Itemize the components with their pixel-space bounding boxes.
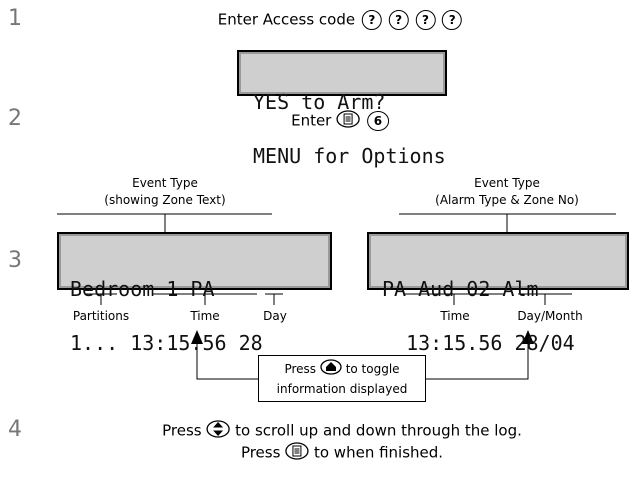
lcd-left-display: Bedroom 1 PA 1... 13:15.56 28 [57,232,332,353]
step4-finish-text: to when finished. [313,443,444,462]
six-key-icon: 6 [366,111,389,131]
label-day: Day [263,309,287,323]
lcd-right-line2: 13:15.56 28/04 [382,331,575,355]
step4-line2: Press to when finished. [241,442,443,464]
lcd-main-line2: MENU for Options [253,144,446,168]
question-key-icon: ? [361,10,382,30]
scroll-key-icon [206,420,231,442]
toggle-key-icon [320,359,342,380]
left-header: Event Type (showing Zone Text) [104,175,225,209]
lcd-main-line1: YES to Arm? [253,90,386,114]
label-partitions: Partitions [72,309,130,323]
toggle-info-box: Press to toggle information displayed [258,355,426,402]
toggle-suffix-text: to toggle [345,362,400,376]
step1-instruction: Enter Access code ? ? ? ? [217,10,463,30]
lcd-left-line1: Bedroom 1 PA [70,277,215,301]
question-key-icon: ? [388,10,409,30]
step-number-1: 1 [8,6,22,31]
step4-press-text-2: Press [240,443,281,462]
right-header: Event Type (Alarm Type & Zone No) [435,175,579,209]
step2-text: Enter [291,111,332,130]
step4-scroll-text: to scroll up and down through the log. [235,421,522,440]
right-header-line2: (Alarm Type & Zone No) [435,193,579,207]
right-header-line1: Event Type [474,176,540,190]
step2-instruction: Enter 6 [291,110,389,132]
step4-line1: Press to scroll up and down through the … [162,420,522,442]
question-key-icon: ? [442,10,463,30]
left-header-line1: Event Type [132,176,198,190]
question-key-icon: ? [415,10,436,30]
menu-key-icon [336,110,360,132]
toggle-line2: information displayed [276,382,408,396]
toggle-line1: Press to toggle [259,359,425,380]
menu-key-icon [285,442,309,464]
lcd-left-line2: 1... 13:15.56 28 [70,331,263,355]
lcd-right-display: PA Aud 02 Alm 13:15.56 28/04 [367,232,629,353]
toggle-press-text: Press [284,362,317,376]
step-number-3: 3 [8,248,22,273]
step-number-2: 2 [8,106,22,131]
label-day-month: Day/Month [517,309,583,323]
step1-text: Enter Access code [217,10,356,29]
step-number-4: 4 [8,417,22,442]
left-header-line2: (showing Zone Text) [104,193,226,207]
label-time-right: Time [440,309,470,323]
lcd-main-display: YES to Arm? MENU for Options [237,50,447,166]
lcd-right-line1: PA Aud 02 Alm [382,277,539,301]
step4-press-text-1: Press [162,421,202,440]
label-time-left: Time [190,309,220,323]
